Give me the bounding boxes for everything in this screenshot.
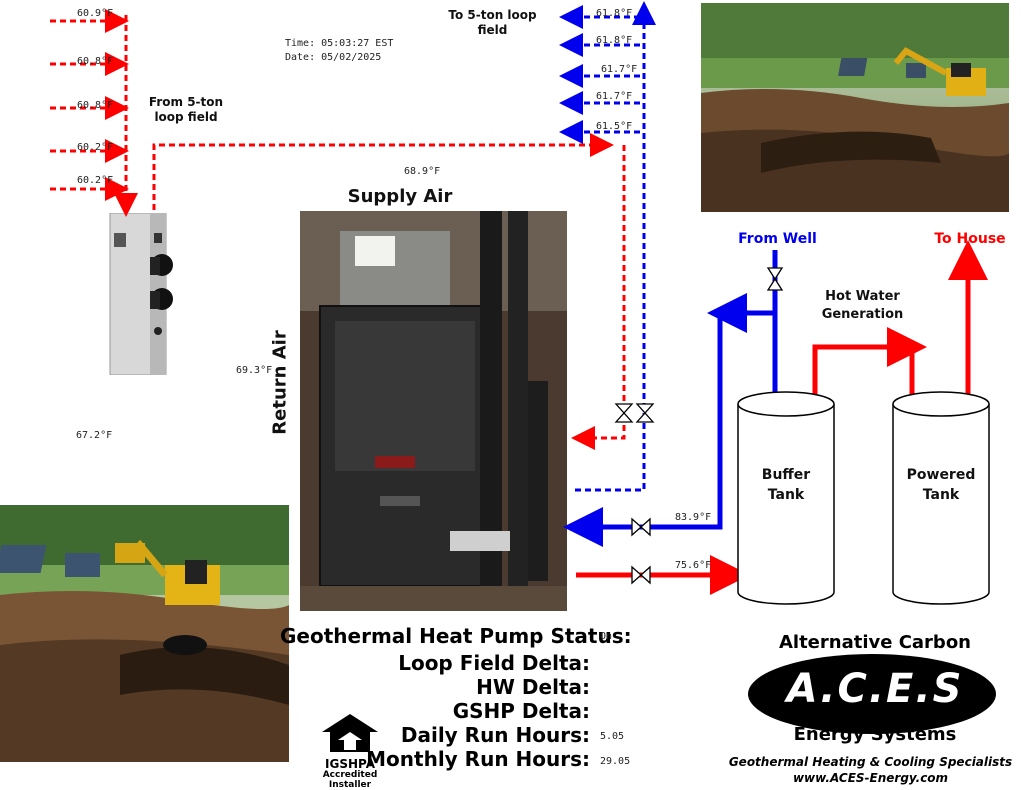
powered-tank-label: Powered Tank — [906, 467, 976, 503]
ambient-temp: 67.2°F — [76, 430, 113, 441]
aces-line2: Energy Systems — [793, 724, 957, 745]
loop-in-temp-1: 60.9°F — [77, 8, 114, 19]
pump-status-value: On — [600, 631, 613, 642]
hw-delta-label: HW Delta: — [476, 675, 590, 699]
tanks — [737, 391, 990, 605]
loop-delta-label: Loop Field Delta: — [398, 651, 590, 675]
return-air-temp: 69.3°F — [236, 365, 273, 376]
loop-out-lines — [559, 1, 656, 492]
igshpa-badge: IGSHPA Accredited Installer — [316, 710, 384, 790]
time-label: Time: 05:03:27 EST — [285, 38, 394, 49]
supply-air-temp: 68.9°F — [404, 166, 441, 177]
aces-line1: Alternative Carbon — [778, 632, 972, 653]
hw-return-temp: 75.6°F — [675, 560, 712, 571]
loop-out-temp-2: 61.8°F — [596, 35, 633, 46]
from-well-label: From Well — [738, 231, 817, 247]
loop-in-temp-4: 60.2°F — [77, 142, 114, 153]
furnace-photo — [300, 211, 567, 611]
daily-hours-label: Daily Run Hours: — [400, 723, 590, 747]
pump-status-label: Geothermal Heat Pump Status: — [280, 624, 632, 648]
aces-website[interactable]: www.ACES-Energy.com — [792, 771, 949, 785]
igshpa-logo-icon — [322, 714, 378, 752]
loop-out-temp-5: 61.5°F — [596, 121, 633, 132]
loop-in-title: From 5-ton loop field — [148, 95, 224, 124]
date-label: Date: 05/02/2025 — [285, 52, 382, 63]
loop-out-title: To 5-ton loop field — [448, 8, 537, 37]
loop-in-temp-3: 60.8°F — [77, 100, 114, 111]
loop-valves — [614, 403, 655, 423]
monthly-hours-label: Monthly Run Hours: — [366, 747, 590, 771]
return-air-label: Return Air — [269, 330, 291, 435]
hw-valves — [631, 267, 784, 585]
loop-in-temp-2: 60.8°F — [77, 56, 114, 67]
to-house-label: To House — [934, 231, 1006, 247]
aces-logo: Alternative Carbon A.C.E.S Energy System… — [720, 632, 1020, 752]
igshpa-text: IGSHPA — [325, 757, 375, 771]
excavation-photo-top-right — [701, 3, 1009, 212]
monthly-hours-value: 29.05 — [600, 756, 631, 767]
loop-out-temp-4: 61.7°F — [596, 91, 633, 102]
loop-in-lines — [50, 9, 626, 450]
excavation-photo-bottom-left — [0, 505, 289, 762]
supply-air-label: Supply Air — [347, 186, 453, 207]
igshpa-accredited: Accredited — [322, 770, 378, 780]
loop-out-temp-3: 61.7°F — [601, 64, 638, 75]
loop-in-temp-5: 60.2°F — [77, 175, 114, 186]
gshp-delta-label: GSHP Delta: — [452, 699, 590, 723]
loop-out-temp-1: 61.8°F — [596, 8, 633, 19]
aces-tagline: Geothermal Heating & Cooling Specialists — [728, 755, 1013, 769]
igshpa-installer: Installer — [328, 780, 372, 790]
hw-supply-temp: 83.9°F — [675, 512, 712, 523]
hot-water-generation-label: Hot Water Generation — [821, 289, 904, 322]
aces-acronym: A.C.E.S — [786, 666, 964, 712]
heat-pump-unit — [106, 213, 180, 375]
daily-hours-value: 5.05 — [600, 731, 625, 742]
buffer-tank-label: Buffer Tank — [761, 467, 811, 503]
